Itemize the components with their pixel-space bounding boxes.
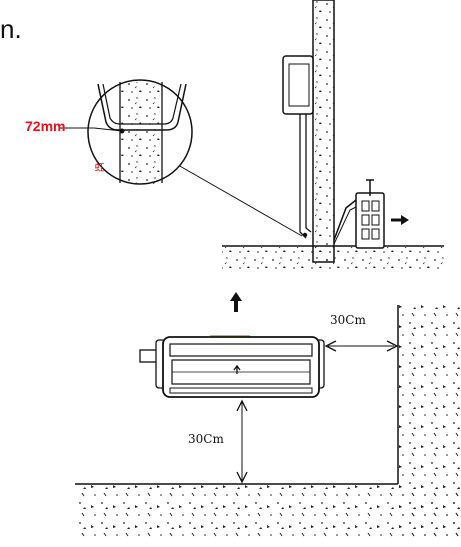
wall-slab: [312, 0, 335, 263]
detail-leader-line: [163, 156, 303, 237]
dimension-leader: [60, 127, 123, 132]
drain-pipe: [299, 114, 312, 239]
side-clearance-arrow: [324, 340, 399, 352]
red-vertical-mark: 虹: [92, 162, 103, 172]
bottom-clearance-label: 30Cm: [188, 432, 224, 446]
unit-direction-arrow: [233, 364, 241, 374]
pipe-joint-marker: [302, 232, 308, 238]
pipe-dimension-label: 72mm: [25, 118, 66, 134]
wall-section: [312, 0, 335, 263]
indoor-unit: [282, 55, 314, 115]
bottom-clearance-arrow: [236, 399, 248, 484]
unit-pipe-stub: [139, 349, 159, 363]
side-clearance-label: 30Cm: [330, 313, 366, 327]
up-arrow: [230, 292, 242, 312]
magnified-detail: [87, 79, 193, 185]
ground-strip-top: [222, 245, 444, 269]
outdoor-unit: [333, 179, 385, 249]
unit-top-view: [139, 335, 325, 398]
floor: [75, 483, 461, 542]
airflow-right-arrow: [391, 215, 409, 225]
caption-fragment: n.: [0, 14, 22, 44]
